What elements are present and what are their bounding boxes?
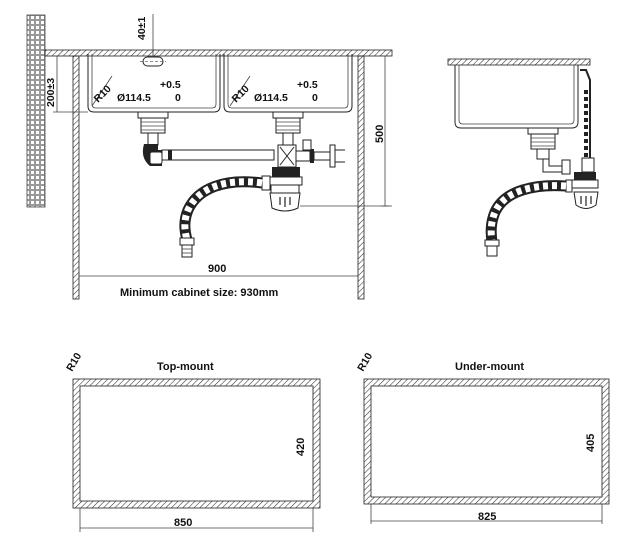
bowl-depth-dimension: 200±3 [45, 55, 88, 113]
top-mount-radius-label: R10 [64, 351, 84, 374]
tap-hole-dimension: 40±1 [136, 14, 157, 57]
wall [26, 14, 46, 208]
tap-hole [140, 56, 166, 67]
left-waste-tol-upper: +0.5 [160, 79, 181, 91]
flexible-hose [179, 176, 263, 258]
waste-fitting-left [137, 111, 169, 166]
cabinet-height-label: 500 [374, 125, 386, 143]
under-mount-radius-label: R10 [355, 351, 375, 374]
right-waste-diameter: Ø114.5 [254, 92, 288, 104]
left-bowl-annotations: R10 +0.5 Ø114.5 0 [92, 75, 181, 107]
under-mount-cutout: Under-mount R10 405 825 [355, 351, 610, 524]
top-mount-title: Top-mount [157, 361, 214, 373]
cabinet-width-label: 900 [208, 263, 226, 275]
top-mount-height-label: 420 [295, 438, 307, 456]
side-view-sink [447, 58, 599, 257]
left-waste-diameter: Ø114.5 [117, 92, 151, 104]
countertop [44, 49, 393, 57]
top-mount-width-label: 850 [174, 517, 192, 529]
overflow-valve [277, 139, 345, 168]
waste-fitting-right [272, 111, 304, 146]
cabinet-height-dimension: 500 [300, 55, 392, 207]
under-mount-title: Under-mount [455, 361, 524, 373]
cabinet-sides [72, 55, 365, 300]
right-waste-tol-upper: +0.5 [297, 79, 318, 91]
bottle-trap [261, 167, 303, 212]
left-waste-tol-lower: 0 [175, 92, 181, 104]
under-mount-height-label: 405 [585, 434, 597, 452]
top-mount-cutout: Top-mount R10 420 850 [64, 351, 321, 532]
right-waste-tol-lower: 0 [312, 92, 318, 104]
bowl-depth-label: 200±3 [45, 78, 57, 107]
minimum-cabinet-caption: Minimum cabinet size: 930mm [120, 287, 279, 299]
tap-hole-offset-label: 40±1 [136, 17, 148, 40]
under-mount-width-label: 825 [478, 511, 496, 523]
cabinet-width-dimension: 900 [78, 263, 359, 280]
right-bowl-annotations: R10 +0.5 Ø114.5 0 [230, 75, 318, 107]
connecting-pipe [161, 149, 275, 161]
